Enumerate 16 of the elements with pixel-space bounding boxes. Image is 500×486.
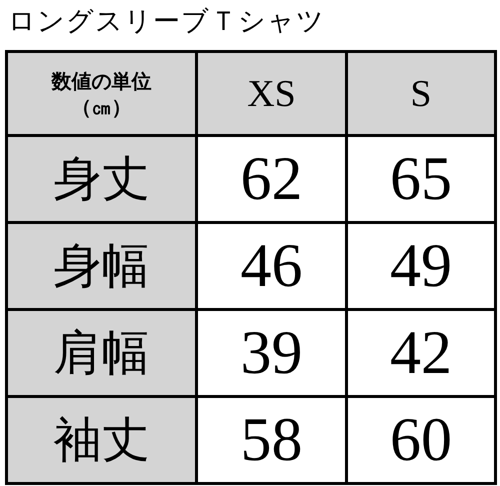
- row-header-cell: 肩幅: [6, 310, 196, 396]
- table-cell: 60: [346, 396, 496, 484]
- table-cell: 58: [196, 396, 346, 484]
- table-cell: 49: [346, 222, 496, 310]
- table-cell: 39: [196, 310, 346, 396]
- table-cell: 62: [196, 136, 346, 222]
- table-cell: 65: [346, 136, 496, 222]
- row-header-cell: 身丈: [6, 136, 196, 222]
- header-cell: S: [346, 52, 496, 136]
- table-cell: 46: [196, 222, 346, 310]
- header-cell: 数値の単位（㎝）: [6, 52, 196, 136]
- table-cell: 42: [346, 310, 496, 396]
- row-header-cell: 袖丈: [6, 396, 196, 484]
- table-title: ロングスリーブＴシャツ: [8, 5, 325, 39]
- row-header-cell: 身幅: [6, 222, 196, 310]
- header-cell: XS: [196, 52, 346, 136]
